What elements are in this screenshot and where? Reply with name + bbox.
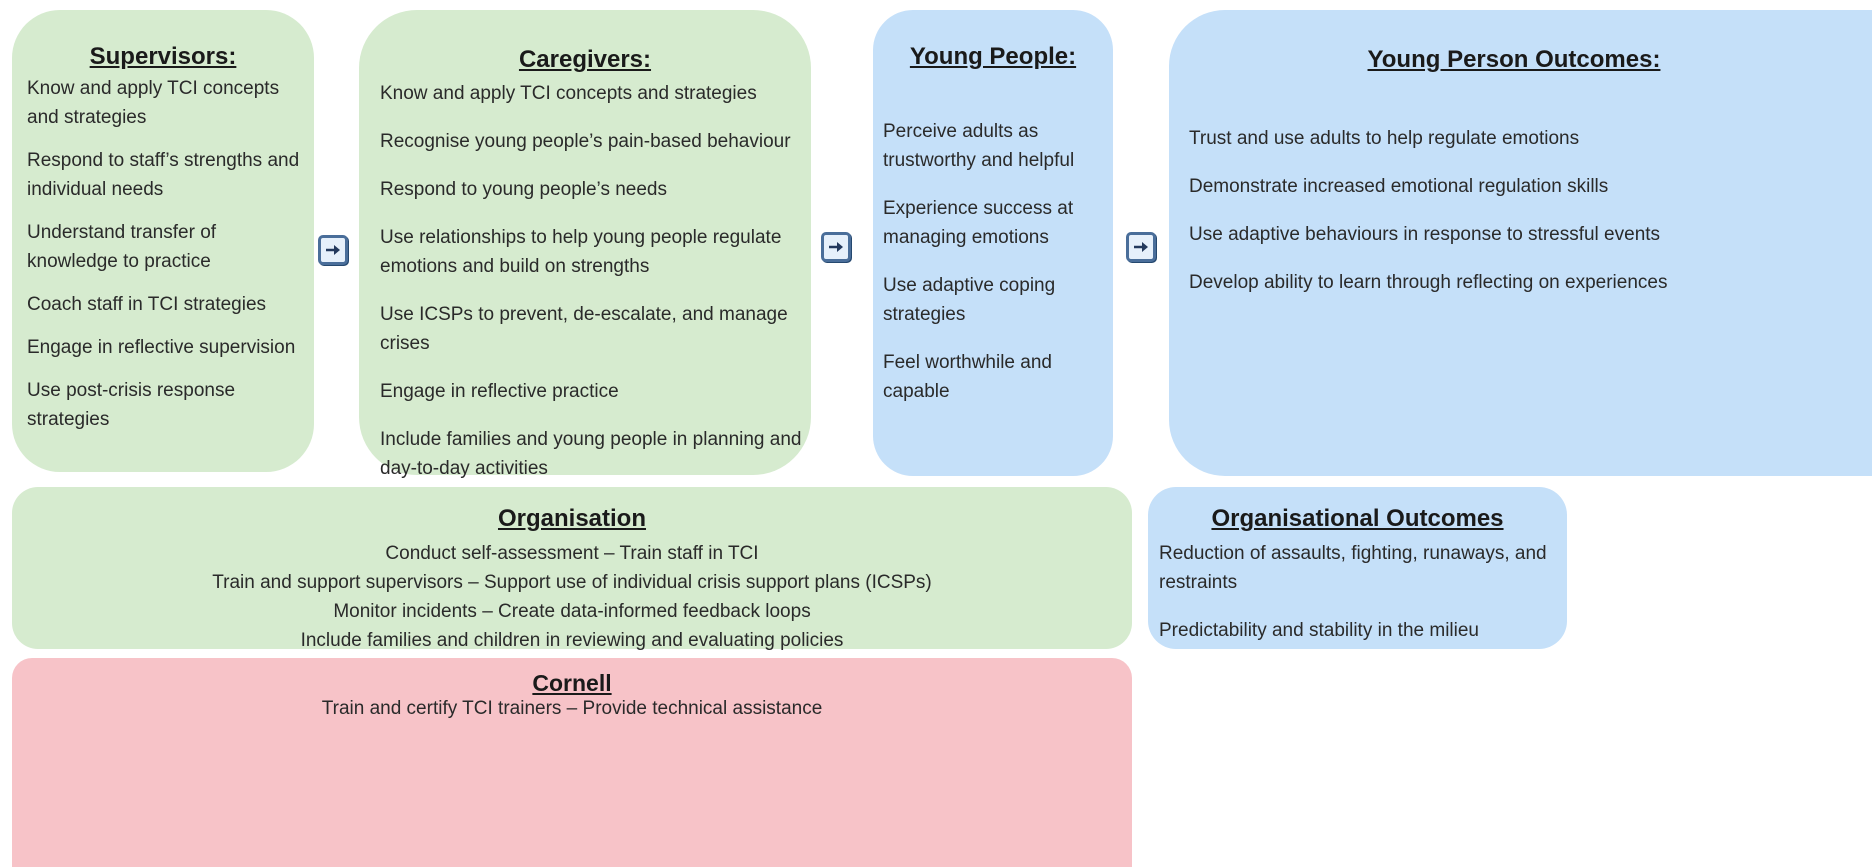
list-item: Use relationships to help young people r…	[380, 227, 782, 277]
list-item: Trust and use adults to help regulate em…	[1189, 128, 1580, 149]
list-item: Know and apply TCI concepts and strategi…	[380, 83, 757, 104]
arrow-right-icon	[821, 232, 851, 262]
supervisors-box: Supervisors: Know and apply TCI concepts…	[12, 10, 314, 472]
cornell-title: Cornell	[532, 670, 612, 696]
organisation-box: Organisation Conduct self-assessment – T…	[12, 487, 1132, 651]
organisational-outcomes-title: Organisational Outcomes	[1211, 505, 1504, 532]
arrow-right-glyph	[829, 242, 843, 252]
list-item: Experience success at managing emotions	[883, 198, 1074, 248]
organisational-outcomes-box: Organisational Outcomes Reduction of ass…	[1148, 487, 1567, 649]
young-person-outcomes-title: Young Person Outcomes:	[1367, 46, 1661, 73]
list-item: Demonstrate increased emotional regulati…	[1189, 176, 1609, 197]
young-people-box: Young People: Perceive adults as trustwo…	[873, 10, 1113, 476]
young-people-title: Young People:	[909, 43, 1077, 70]
young-people-list: Perceive adults as trustworthy and helpf…	[883, 117, 1108, 425]
list-item: Respond to staff’s strengths and individ…	[27, 150, 300, 200]
list-item: Recognise young people’s pain-based beha…	[380, 131, 791, 152]
list-item: Use adaptive behaviours in response to s…	[1189, 224, 1661, 245]
organisational-outcomes-list: Reduction of assaults, fighting, runaway…	[1148, 539, 1567, 645]
cornell-line: Train and certify TCI trainers – Provide…	[321, 698, 823, 719]
list-item: Conduct self-assessment – Train staff in…	[385, 543, 759, 564]
young-person-outcomes-list: Trust and use adults to help regulate em…	[1189, 124, 1869, 316]
list-item: Understand transfer of knowledge to prac…	[27, 222, 217, 272]
supervisors-list: Know and apply TCI concepts and strategi…	[27, 74, 309, 448]
list-item: Use adaptive coping strategies	[883, 275, 1056, 325]
list-item: Include families and young people in pla…	[380, 429, 802, 479]
list-item: Engage in reflective practice	[380, 381, 619, 402]
list-item: Feel worthwhile and capable	[883, 352, 1052, 402]
arrow-right-glyph	[326, 245, 340, 255]
caregivers-box: Caregivers: Know and apply TCI concepts …	[359, 10, 811, 479]
list-item: Develop ability to learn through reflect…	[1189, 272, 1668, 293]
list-item: Include families and children in reviewi…	[300, 630, 844, 651]
list-item: Reduction of assaults, fighting, runaway…	[1159, 543, 1547, 593]
arrow-right-icon	[1126, 232, 1156, 262]
caregivers-title: Caregivers:	[518, 46, 652, 73]
supervisors-title: Supervisors:	[89, 43, 237, 70]
cornell-box: Cornell Train and certify TCI trainers –…	[12, 658, 1132, 867]
list-item: Perceive adults as trustworthy and helpf…	[883, 121, 1075, 171]
young-person-outcomes-box: Young Person Outcomes: Trust and use adu…	[1169, 10, 1872, 476]
organisation-list: Conduct self-assessment – Train staff in…	[12, 539, 1132, 655]
organisation-title: Organisation	[497, 505, 647, 532]
list-item: Monitor incidents – Create data-informed…	[333, 601, 811, 622]
list-item: Predictability and stability in the mili…	[1159, 620, 1479, 641]
arrow-right-icon	[318, 235, 348, 265]
list-item: Engage in reflective supervision	[27, 337, 296, 358]
arrow-right-glyph	[1134, 242, 1148, 252]
list-item: Use post-crisis response strategies	[27, 380, 236, 430]
list-item: Use ICSPs to prevent, de-escalate, and m…	[380, 304, 788, 354]
list-item: Know and apply TCI concepts and strategi…	[27, 78, 280, 128]
list-item: Respond to young people’s needs	[380, 179, 667, 200]
list-item: Coach staff in TCI strategies	[27, 294, 267, 315]
caregivers-list: Know and apply TCI concepts and strategi…	[380, 79, 805, 502]
list-item: Train and support supervisors – Support …	[212, 572, 932, 593]
